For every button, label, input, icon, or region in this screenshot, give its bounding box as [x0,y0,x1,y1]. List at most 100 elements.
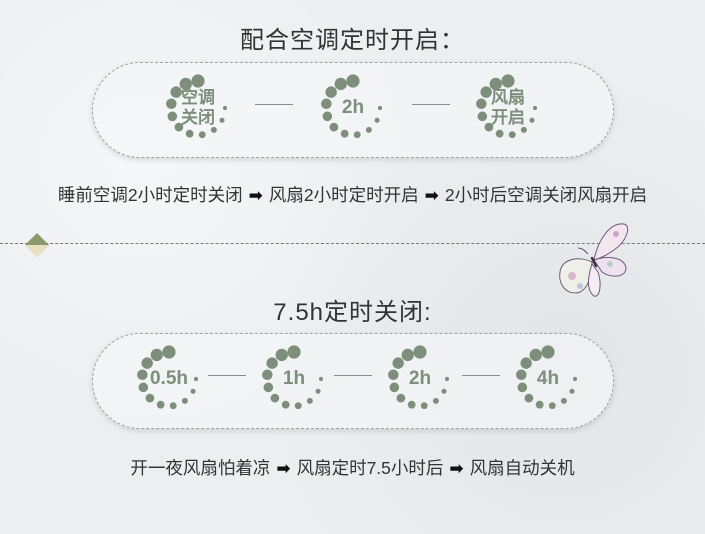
dial-dot [275,348,288,362]
dial-dot [501,74,515,88]
dial-label: 空调 [181,88,215,107]
dial-ring-icon [388,345,450,410]
dial-dot [150,348,163,362]
flow-step: 睡前空调2小时定时关闭 [57,185,243,205]
dial-dot [162,345,176,359]
dial-dot [392,357,404,369]
dial-label: 4h [536,368,560,389]
dial-ring-icon [321,74,383,139]
dial-dot [541,345,555,359]
timer-connector [462,375,500,376]
dial-dot [413,345,427,359]
section2-flow: 开一夜风扇怕着凉➡风扇定时7.5小时后➡风扇自动关机 [0,455,705,480]
dial-dot [219,117,225,123]
dial-dot [396,393,406,403]
dial-dot [529,348,542,362]
diamond-icon [25,233,49,257]
dial-dot [262,369,273,381]
dial-1h: 1h [259,344,329,414]
dial-dot [340,129,349,138]
dial-dot [401,348,414,362]
arrow-right-icon: ➡ [276,459,291,478]
dial-dot [520,126,527,133]
flow-step: 2小时后空调关闭风扇开启 [444,185,648,205]
dial-dot [137,369,148,381]
dial-dot [167,111,178,122]
dial-dot [334,77,347,91]
dial-4h: 4h [513,344,583,414]
dial-dot [325,86,337,98]
arrow-right-icon: ➡ [449,459,464,478]
dial-dot [444,376,450,382]
dial-label: 关闭 [181,108,215,127]
dial-ring-icon [476,74,538,139]
dial-dot [287,345,301,359]
dial-dot [191,74,205,88]
dial-dot [263,382,274,393]
dial-dot [365,126,372,133]
dial-ring-icon [516,345,578,410]
section2-timer-panel [92,333,614,429]
dial-label: 0.5h [149,368,189,389]
dial-dot [141,357,153,369]
dial-dot [441,388,447,394]
dial-dot [322,111,333,122]
dial-dot [266,357,278,369]
flow-step: 风扇自动关机 [469,458,575,478]
dial-dot [432,397,439,404]
dial-dot [181,397,188,404]
dial-dot [389,382,400,393]
dial-label: 风扇 [491,88,525,107]
dial-dot [377,105,383,111]
dial-ring-icon [262,345,324,410]
flow-step: 风扇2小时定时开启 [268,185,419,205]
dial-dot [174,122,184,132]
dial-dot [156,400,165,409]
dial-dot [484,122,494,132]
dial-dot [145,393,155,403]
dial-0-5h: 0.5h [134,344,204,414]
dial-dot [476,98,487,110]
dial-dot [166,98,177,110]
dial-dot [138,382,149,393]
dial-dot [179,77,192,91]
dial-dot [388,369,399,381]
dial-dot [353,131,361,139]
dial-dot [535,400,544,409]
dial-dot [477,111,488,122]
dial-dot [508,131,516,139]
dial-dot [517,382,528,393]
dial-dot [321,98,332,110]
dial-label: 1h [282,368,306,389]
dial-dot [222,105,228,111]
dial-dot [193,376,199,382]
dial-dot [420,402,428,410]
dial-dot [407,400,416,409]
dial-label: 开启 [491,108,525,127]
dial-dot [190,388,196,394]
dial-dot [569,388,575,394]
dial-dot [170,86,182,98]
dial-dot [198,131,206,139]
dial-dot [346,74,360,88]
dial-dot [529,117,535,123]
dial-ring-icon [166,74,228,139]
section1-flow: 睡前空调2小时定时关闭➡风扇2小时定时开启➡2小时后空调关闭风扇开启 [0,182,705,207]
dial-dot [374,117,380,123]
flow-step: 风扇定时7.5小时后 [296,458,444,478]
dial-dot [524,393,534,403]
dial-dot [520,357,532,369]
arrow-right-icon: ➡ [424,186,439,205]
timer-connector [255,104,293,105]
dial-label: 2h [408,368,432,389]
dial-dot [306,397,313,404]
timer-connector [208,375,246,376]
dial-dot [548,402,556,410]
dial-ring-icon [137,345,199,410]
dial-dot [532,105,538,111]
dial-ac-off: 空调 关闭 [163,73,233,143]
dial-2h: 2h [318,73,388,143]
dial-fan-on: 风扇 开启 [473,73,543,143]
section-divider [0,243,705,244]
dial-dot [294,402,302,410]
